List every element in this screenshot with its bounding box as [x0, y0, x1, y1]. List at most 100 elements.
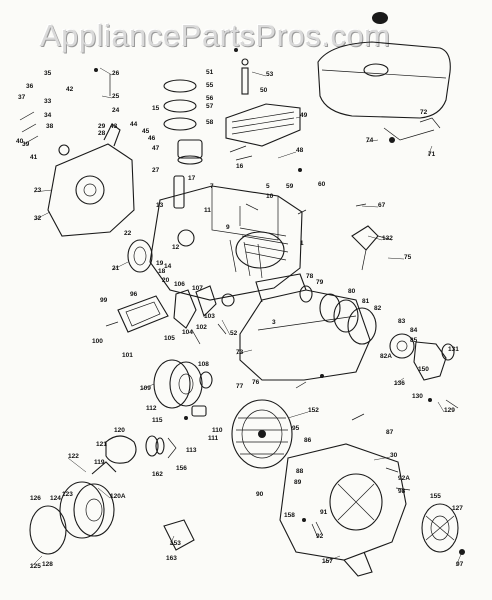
leader-line [427, 145, 433, 157]
leader-line [277, 151, 297, 159]
leader-line [97, 487, 111, 499]
part-number-label: 126 [30, 495, 41, 502]
part-number-label: 76 [252, 379, 260, 386]
part-number-label: 121 [96, 441, 107, 448]
part-number-label: 26 [112, 70, 120, 77]
part-number-label: 128 [42, 561, 53, 568]
part-number-label: 83 [398, 318, 406, 325]
part-number-label: 24 [112, 107, 120, 114]
part-number-label: 36 [26, 83, 34, 90]
part-number-label: 55 [206, 82, 214, 89]
part-number-label: 22 [124, 230, 132, 237]
leader-line [169, 535, 175, 546]
part-number-label: 74 [366, 137, 374, 144]
part-number-label: 112 [146, 405, 157, 412]
part-number-label: 97 [456, 561, 464, 568]
part-number-label: 12 [172, 244, 180, 251]
part-number-label: 90 [256, 491, 264, 498]
fitting-part [351, 225, 393, 271]
bracket-part [163, 519, 195, 551]
part-number-label: 49 [300, 112, 308, 119]
part-number-label: 79 [316, 279, 324, 286]
leader-line [33, 211, 51, 221]
leader-lines [29, 67, 463, 569]
seal-rings-part [299, 285, 455, 381]
leader-line [111, 261, 129, 271]
side-cover-part [47, 123, 135, 237]
part-number-label: 44 [130, 121, 138, 128]
part-number-label: 102 [196, 324, 207, 331]
part-number-label: 20 [162, 277, 170, 284]
part-number-label: 113 [186, 447, 197, 454]
part-number-label: 19 [156, 260, 164, 267]
part-number-label: 87 [386, 429, 394, 436]
part-number-label: 104 [182, 329, 193, 336]
part-number-label: 88 [296, 468, 304, 475]
part-number-label: 156 [176, 465, 187, 472]
part-number-label: 3 [272, 319, 276, 326]
leader-line [101, 95, 113, 99]
part-number-label: 48 [296, 147, 304, 154]
part-number-label: 120 [114, 427, 125, 434]
part-number-label: 80 [348, 288, 356, 295]
part-number-label: 39 [22, 141, 30, 148]
muffler-part [225, 58, 301, 147]
part-number-label: 130 [412, 393, 423, 400]
part-number-label: 58 [206, 119, 214, 126]
part-number-label: 50 [260, 87, 268, 94]
part-number-label: 1 [300, 240, 304, 247]
leader-line [287, 411, 309, 419]
part-number-label: 132 [382, 235, 393, 242]
part-number-label: 27 [152, 167, 160, 174]
part-number-label: 157 [322, 558, 333, 565]
part-number-label: 15 [152, 105, 160, 112]
part-number-label: 67 [378, 202, 386, 209]
part-number-label: 51 [206, 69, 214, 76]
part-number-label: 56 [206, 95, 214, 102]
leader-line [139, 383, 155, 391]
part-number-label: 17 [188, 175, 196, 182]
leader-line [367, 235, 383, 241]
part-number-label: 155 [430, 493, 441, 500]
leader-line [393, 377, 405, 386]
leader-line [221, 319, 231, 336]
part-number-label: 92 [316, 533, 324, 540]
part-number-label: 89 [294, 479, 302, 486]
part-number-label: 109 [140, 385, 151, 392]
part-number-label: 110 [212, 427, 223, 434]
part-number-label: 53 [266, 71, 274, 78]
part-number-label: 60 [318, 181, 326, 188]
part-number-label: 100 [92, 338, 103, 345]
part-number-label: 162 [152, 471, 163, 478]
part-number-label: 42 [66, 86, 74, 93]
part-number-label: 136 [394, 380, 405, 387]
part-number-label: 18 [158, 268, 166, 275]
part-number-label: 33 [44, 98, 52, 105]
flywheel-part [231, 399, 293, 469]
leader-line [321, 555, 341, 564]
part-number-label: 16 [236, 163, 244, 170]
part-number-label: 82A [380, 353, 392, 360]
pulley-part [127, 239, 153, 273]
part-number-label: 124 [50, 495, 61, 502]
part-number-label: 37 [18, 94, 26, 101]
washers-part [105, 405, 207, 464]
part-number-label: 5 [266, 183, 270, 190]
part-number-label: 150 [418, 366, 429, 373]
part-labels: 1357910111213141516171819202122232425262… [16, 69, 464, 570]
part-number-label: 99 [100, 297, 108, 304]
part-number-label: 81 [362, 298, 370, 305]
leader-line [295, 116, 301, 119]
part-number-label: 106 [174, 281, 185, 288]
part-number-label: 129 [444, 407, 455, 414]
leader-line [455, 551, 463, 567]
blower-housing-part [239, 273, 371, 381]
part-number-label: 84 [410, 327, 418, 334]
part-number-label: 38 [46, 123, 54, 130]
part-number-label: 98 [398, 488, 406, 495]
leader-line [67, 457, 87, 473]
part-number-label: 131 [448, 346, 459, 353]
fuel-tank-part [317, 12, 451, 143]
part-number-label: 71 [428, 151, 436, 158]
leader-line [361, 205, 379, 208]
